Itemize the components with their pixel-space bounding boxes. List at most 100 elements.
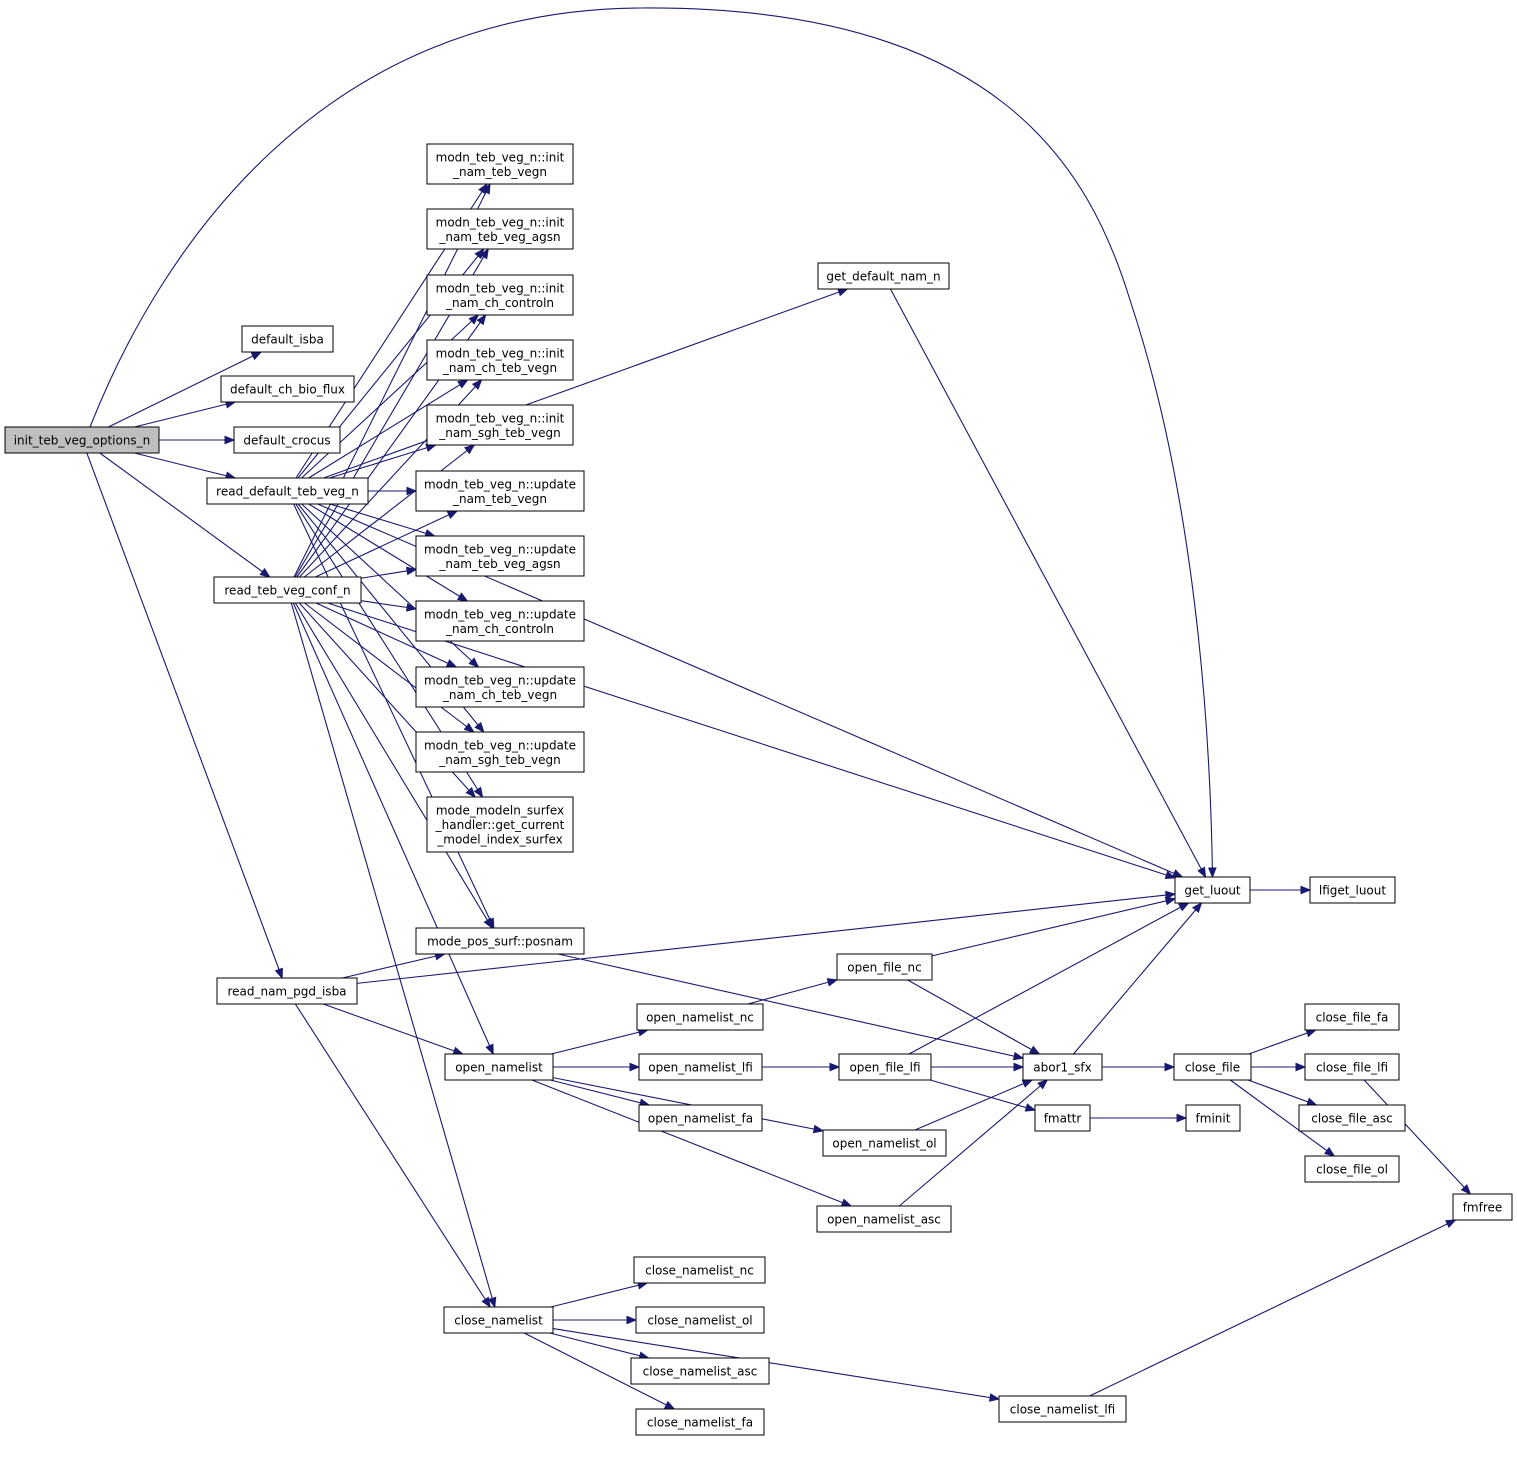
edge-line [1229, 1079, 1335, 1157]
edge-arrowhead [485, 1043, 494, 1056]
node-label: _nam_teb_vegn [452, 492, 547, 506]
node-label: open_namelist [455, 1061, 543, 1075]
node-close-namelist-fa[interactable]: close_namelist_fa [635, 1408, 765, 1436]
edge-open-file-lfi-to-fmattr [930, 1079, 1037, 1112]
edge-arrowhead [456, 592, 469, 602]
node-read-nam-pgd[interactable]: read_nam_pgd_isba [216, 977, 358, 1005]
node-close-file-fa[interactable]: close_file_fa [1304, 1003, 1400, 1031]
node-init-nam-sgh-teb-vegn[interactable]: modn_teb_veg_n::init_nam_sgh_teb_vegn [426, 404, 574, 446]
node-label: modn_teb_veg_n::update [424, 607, 576, 621]
node-label: read_nam_pgd_isba [227, 985, 346, 999]
node-label: _model_index_surfex [436, 833, 562, 847]
edge-close-file-to-close-file-lfi [1251, 1062, 1307, 1072]
node-label: _nam_teb_veg_agsn [438, 230, 560, 244]
node-label: open_namelist_lfi [648, 1061, 753, 1075]
node-open-namelist-lfi[interactable]: open_namelist_lfi [638, 1053, 763, 1081]
node-label: init_teb_veg_options_n [14, 434, 151, 448]
edge-arrowhead [463, 722, 475, 733]
node-label: read_default_teb_veg_n [216, 485, 359, 499]
edge-close-file-lfi-to-fmfree [1363, 1079, 1472, 1195]
node-open-file-lfi[interactable]: open_file_lfi [838, 1053, 932, 1081]
node-init[interactable]: init_teb_veg_options_n [4, 426, 160, 454]
node-mode-modeln[interactable]: mode_modeln_surfex_handler::get_current_… [426, 796, 574, 853]
node-lfiget-luout[interactable]: lfiget_luout [1309, 876, 1396, 904]
node-close-namelist-lfi[interactable]: close_namelist_lfi [998, 1395, 1127, 1423]
edge-read-conf-to-close-namelist [290, 602, 497, 1309]
node-label: close_file [1185, 1061, 1240, 1075]
node-init-nam-teb-vegn[interactable]: modn_teb_veg_n::init_nam_teb_vegn [426, 143, 574, 185]
edge-arrowhead [1305, 1029, 1317, 1038]
edge-line [86, 452, 283, 979]
node-box [635, 1306, 765, 1334]
node-default-isba[interactable]: default_isba [241, 325, 334, 353]
node-fmfree[interactable]: fmfree [1452, 1193, 1513, 1221]
node-read-conf[interactable]: read_teb_veg_conf_n [213, 576, 362, 604]
node-close-namelist-nc[interactable]: close_namelist_nc [633, 1256, 766, 1284]
edge-init-to-read-nam-pgd [86, 452, 283, 980]
node-label: modn_teb_veg_n::update [424, 738, 576, 752]
edge-arrowhead [1178, 902, 1190, 912]
node-open-namelist-ol[interactable]: open_namelist_ol [822, 1129, 947, 1157]
edge-arrowhead [224, 435, 236, 445]
edge-close-namelist-to-close-namelist-nc [550, 1281, 649, 1308]
node-open-file-nc[interactable]: open_file_nc [836, 953, 933, 981]
edge-arrowhead [1445, 1219, 1457, 1229]
edge-arrowhead [479, 247, 489, 260]
node-default-crocus[interactable]: default_crocus [233, 426, 341, 454]
node-close-file-asc[interactable]: close_file_asc [1298, 1104, 1406, 1132]
edge-line [356, 893, 1176, 984]
node-label: fminit [1196, 1112, 1231, 1126]
node-fmattr[interactable]: fmattr [1034, 1104, 1091, 1132]
node-get-default-nam-n[interactable]: get_default_nam_n [817, 262, 950, 290]
node-upd-nam-teb-veg-agsn[interactable]: modn_teb_veg_n::update_nam_teb_veg_agsn [415, 535, 585, 577]
node-read-default[interactable]: read_default_teb_veg_n [206, 477, 369, 505]
edge-line [552, 1328, 1000, 1400]
edge-line [549, 1332, 649, 1359]
node-posnam[interactable]: mode_pos_surf::posnam [415, 927, 585, 955]
node-label: open_namelist_fa [648, 1112, 753, 1126]
node-init-nam-ch-teb-vegn[interactable]: modn_teb_veg_n::init_nam_ch_teb_vegn [426, 339, 574, 381]
node-default-ch-bio-flux[interactable]: default_ch_bio_flux [220, 375, 355, 403]
node-label: _nam_sgh_teb_vegn [438, 426, 561, 440]
edge-arrowhead [1021, 1079, 1034, 1088]
node-open-namelist-asc[interactable]: open_namelist_asc [816, 1205, 952, 1233]
node-upd-nam-ch-controln[interactable]: modn_teb_veg_n::update_nam_ch_controln [415, 600, 585, 642]
node-box [1185, 1104, 1241, 1132]
node-open-namelist-fa[interactable]: open_namelist_fa [638, 1104, 763, 1132]
edge-arrowhead [471, 379, 483, 390]
edge-arrowhead [473, 786, 484, 799]
edge-arrowhead [274, 967, 283, 980]
edge-line [931, 898, 1176, 957]
node-open-namelist-nc[interactable]: open_namelist_nc [636, 1003, 764, 1031]
edge-close-namelist-lfi-to-fmfree [1089, 1219, 1457, 1397]
node-open-namelist[interactable]: open_namelist [444, 1053, 554, 1081]
node-init-nam-teb-veg-agsn[interactable]: modn_teb_veg_n::init_nam_teb_veg_agsn [426, 208, 574, 250]
edge-open-namelist-to-open-namelist-ol [552, 1077, 825, 1134]
node-box [415, 666, 585, 708]
edge-arrowhead [629, 1062, 641, 1072]
edge-line [914, 1079, 1033, 1131]
node-fminit[interactable]: fminit [1185, 1104, 1241, 1132]
node-upd-nam-ch-teb-vegn[interactable]: modn_teb_veg_n::update_nam_ch_teb_vegn [415, 666, 585, 708]
edge-open-file-lfi-to-get-luout [908, 902, 1190, 1055]
node-close-namelist-asc[interactable]: close_namelist_asc [630, 1357, 770, 1385]
node-box [426, 796, 574, 853]
edge-line [99, 452, 271, 578]
node-upd-nam-sgh-teb-vegn[interactable]: modn_teb_veg_n::update_nam_sgh_teb_vegn [415, 731, 585, 773]
node-upd-nam-teb-vegn[interactable]: modn_teb_veg_n::update_nam_teb_vegn [415, 470, 585, 512]
node-close-namelist[interactable]: close_namelist [443, 1306, 554, 1334]
edge-arrowhead [487, 1296, 497, 1309]
node-close-file-lfi[interactable]: close_file_lfi [1304, 1053, 1400, 1081]
node-label: mode_modeln_surfex [436, 804, 564, 818]
edge-get-default-nam-n-to-get-luout [889, 288, 1207, 879]
node-get-luout[interactable]: get_luout [1174, 876, 1251, 904]
node-close-file-ol[interactable]: close_file_ol [1304, 1155, 1400, 1183]
node-init-nam-ch-controln[interactable]: modn_teb_veg_n::init_nam_ch_controln [426, 274, 574, 316]
node-abor1-sfx[interactable]: abor1_sfx [1022, 1053, 1103, 1081]
edge-line [293, 503, 495, 929]
edge-line [550, 1282, 648, 1308]
node-close-namelist-ol[interactable]: close_namelist_ol [635, 1306, 765, 1334]
node-box [1304, 1003, 1400, 1031]
node-close-file[interactable]: close_file [1173, 1053, 1252, 1081]
edge-arrowhead [1197, 866, 1207, 879]
